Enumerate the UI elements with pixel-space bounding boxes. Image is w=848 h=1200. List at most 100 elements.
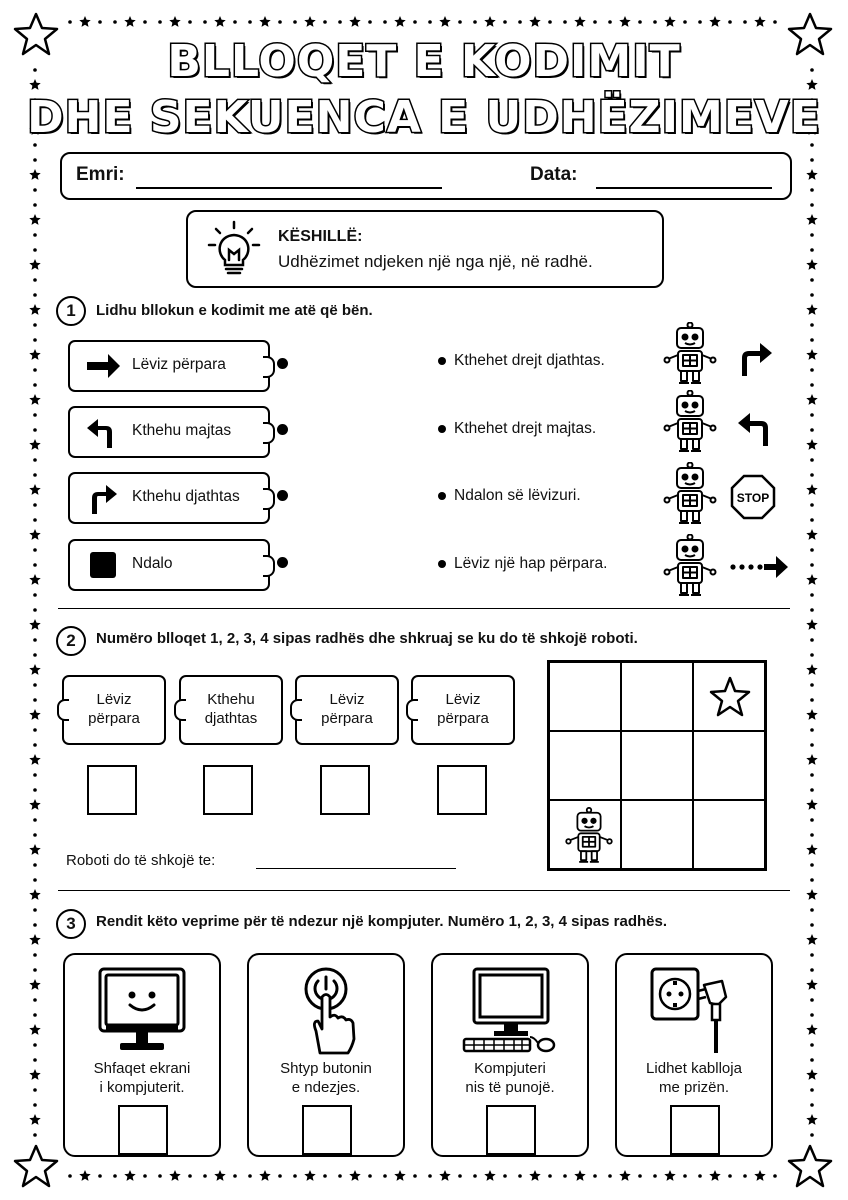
order-number-box[interactable] (437, 765, 487, 815)
robot-icon (565, 807, 613, 863)
border-dot (98, 20, 102, 24)
border-dot (33, 608, 37, 612)
border-dot (810, 998, 814, 1002)
border-dot (143, 20, 147, 24)
border-dot (33, 383, 37, 387)
border-dot (810, 683, 814, 687)
border-dot (33, 698, 37, 702)
border-dot (33, 593, 37, 597)
order-number-box[interactable] (118, 1105, 168, 1155)
border-star-icon (29, 1024, 41, 1035)
border-star-icon (79, 16, 91, 27)
date-field[interactable] (596, 187, 772, 189)
border-dot (233, 20, 237, 24)
match-dot-left[interactable] (277, 424, 288, 435)
order-number-box[interactable] (302, 1105, 352, 1155)
tip-title: KËSHILLË: (278, 228, 363, 245)
match-dot-left[interactable] (277, 557, 288, 568)
result-text: Lëviz një hap përpara. (454, 555, 608, 572)
order-number-box[interactable] (203, 765, 253, 815)
puzzle-block-line2: djathtas (204, 710, 258, 727)
border-dot (33, 773, 37, 777)
border-dot (810, 863, 814, 867)
name-date-box: Emri: Data: (60, 152, 792, 200)
step-card-screen-shows[interactable]: Shfaqet ekrani i kompjuterit. (63, 953, 221, 1157)
answer-field[interactable] (256, 868, 456, 869)
border-dot (248, 1174, 252, 1178)
border-dot (653, 1174, 657, 1178)
border-dot (683, 20, 687, 24)
border-star-icon (29, 1114, 41, 1125)
border-dot (518, 20, 522, 24)
border-dot (810, 158, 814, 162)
border-dot (810, 818, 814, 822)
border-dot (248, 20, 252, 24)
code-block-move-forward[interactable]: Lëviz përpara (68, 340, 275, 392)
stop-sign-icon: STOP (730, 474, 776, 520)
border-star-icon (29, 484, 41, 495)
border-dot (278, 20, 282, 24)
name-field[interactable] (136, 187, 442, 189)
border-dot (428, 1174, 432, 1178)
match-dot-right[interactable] (438, 492, 446, 500)
border-star-icon (29, 664, 41, 675)
border-dot (810, 113, 814, 117)
code-block-stop[interactable]: Ndalo (68, 539, 275, 591)
border-dot (458, 20, 462, 24)
match-dot-left[interactable] (277, 358, 288, 369)
card-text-line1: Shtyp butonin (280, 1060, 372, 1077)
grid-cell (693, 662, 765, 731)
border-star-icon (169, 1170, 181, 1181)
border-star-icon (214, 16, 226, 27)
match-dot-right[interactable] (438, 560, 446, 568)
border-dot (188, 1174, 192, 1178)
order-number-box[interactable] (87, 765, 137, 815)
border-star-icon (29, 169, 41, 180)
border-dot (413, 20, 417, 24)
order-number-box[interactable] (320, 765, 370, 815)
section-divider (58, 890, 790, 891)
border-dot (33, 728, 37, 732)
border-dot (810, 68, 814, 72)
order-number-box[interactable] (486, 1105, 536, 1155)
card-text-line1: Shfaqet ekrani (93, 1060, 191, 1077)
order-number-box[interactable] (670, 1105, 720, 1155)
code-block-turn-right[interactable]: Kthehu djathtas (68, 472, 275, 524)
border-dot (33, 653, 37, 657)
puzzle-block-line1: Lëviz (96, 691, 132, 708)
result-text: Ndalon së lëvizuri. (454, 487, 581, 504)
match-dot-right[interactable] (438, 357, 446, 365)
border-star-icon (529, 1170, 541, 1181)
question-2-number: 2 (56, 626, 86, 656)
border-dot (33, 503, 37, 507)
border-dot (810, 953, 814, 957)
border-star-icon (806, 1069, 818, 1080)
code-block-turn-left[interactable]: Kthehu majtas (68, 406, 275, 458)
border-dot (33, 908, 37, 912)
step-card-press-power[interactable]: Shtyp butonin e ndezjes. (247, 953, 405, 1157)
match-dot-left[interactable] (277, 490, 288, 501)
border-star-icon (259, 16, 271, 27)
border-dot (33, 518, 37, 522)
border-star-icon (349, 1170, 361, 1181)
match-dot-right[interactable] (438, 425, 446, 433)
border-dot (683, 1174, 687, 1178)
page-title-line2: DHE SEKUENCA E UDHËZIMEVE (26, 91, 822, 145)
grid-cell (549, 662, 621, 731)
border-star-icon (806, 664, 818, 675)
card-text-line2: e ndezjes. (291, 1079, 361, 1096)
border-star-icon (29, 79, 41, 90)
desktop-computer-icon (462, 967, 556, 1053)
border-dot (810, 1133, 814, 1137)
border-dot (383, 1174, 387, 1178)
border-dot (810, 98, 814, 102)
card-text-line2: i kompjuterit. (99, 1079, 185, 1096)
border-star-icon (664, 16, 676, 27)
